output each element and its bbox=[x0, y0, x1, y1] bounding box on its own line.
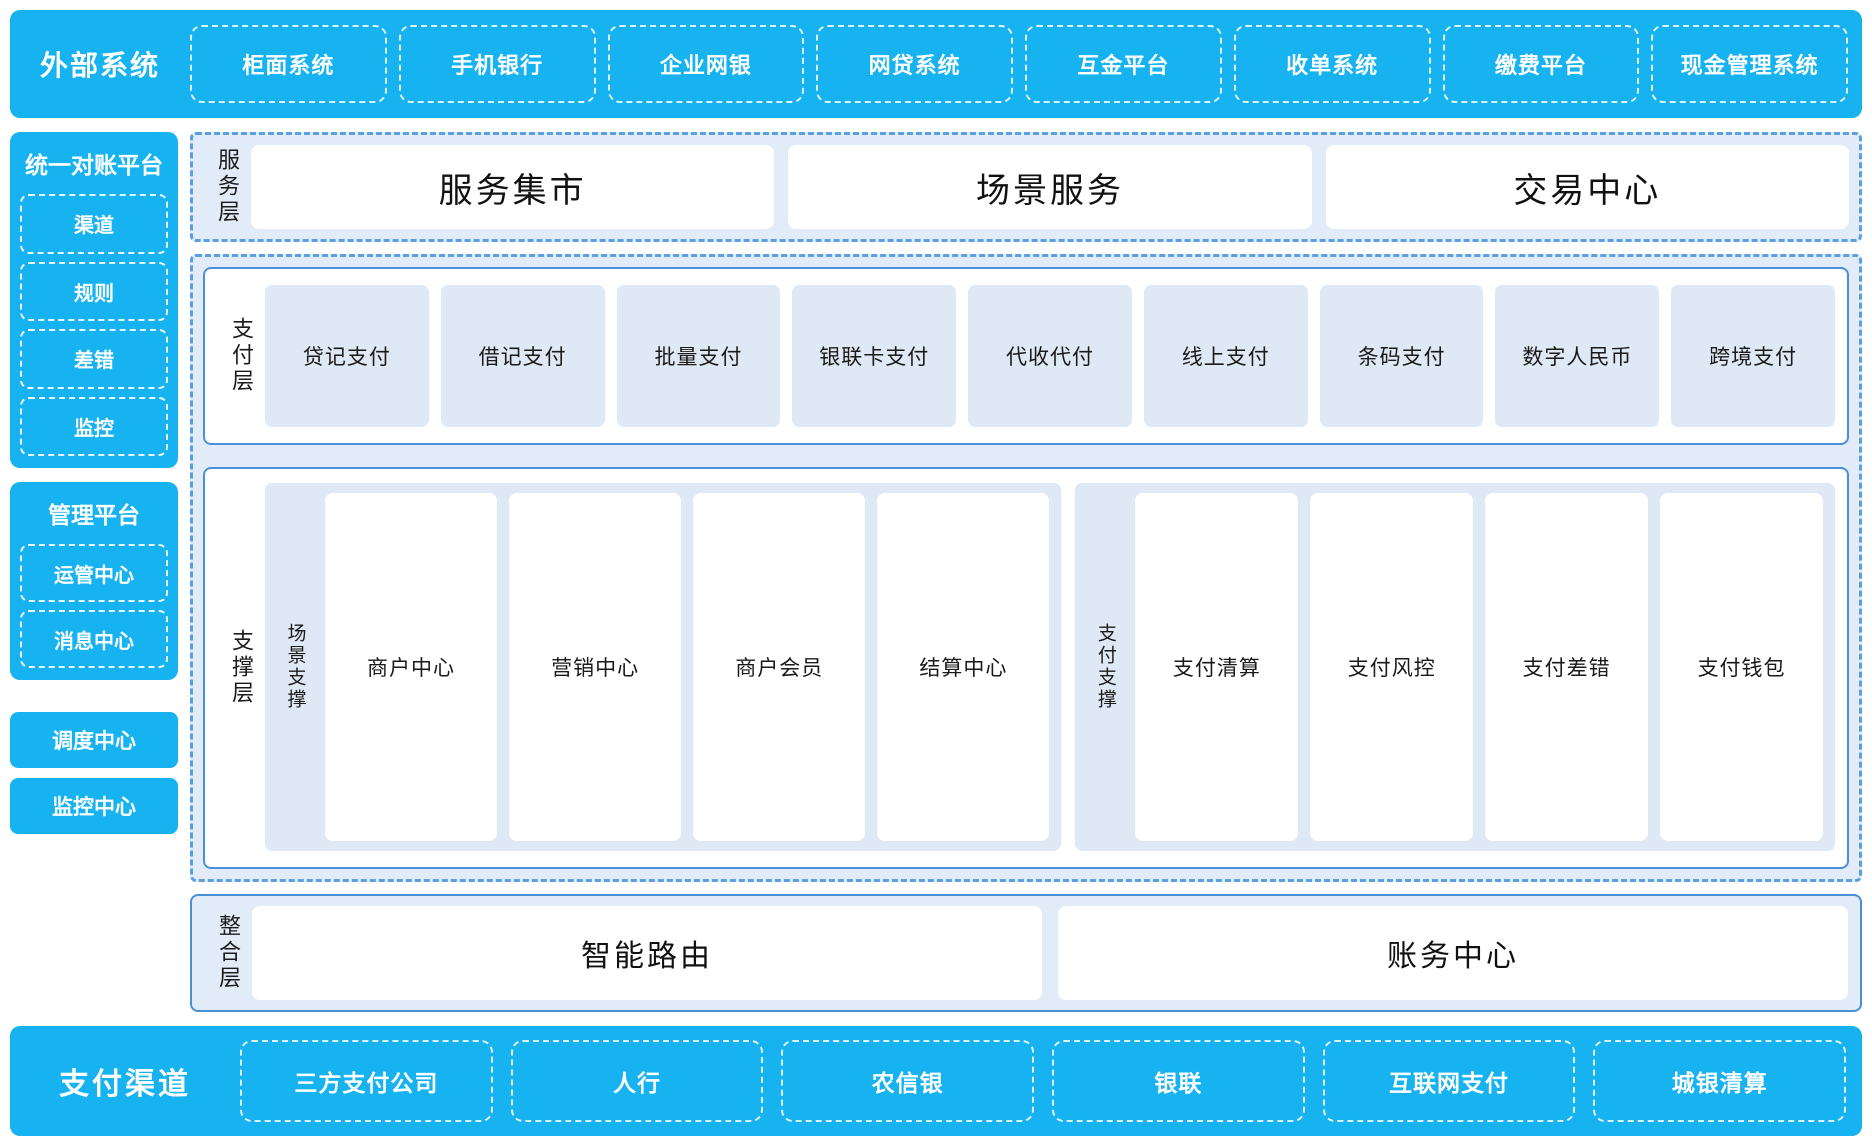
scene-support-group: 场景支撑 商户中心 营销中心 商户会员 结算中心 bbox=[265, 483, 1062, 851]
payment-channel-third-party[interactable]: 三方支付公司 bbox=[240, 1040, 493, 1122]
platform-stack: 服务层 服务集市 场景服务 交易中心 支付层 贷记支付 借记支付 批量 bbox=[190, 132, 1862, 1012]
payment-channel-pboc[interactable]: 人行 bbox=[510, 1040, 764, 1122]
support-card-merchant-member[interactable]: 商户会员 bbox=[693, 493, 866, 841]
reconciliation-item-rule[interactable]: 规则 bbox=[20, 261, 168, 321]
payment-support-label: 支付支撑 bbox=[1094, 623, 1116, 711]
payment-card-cross-border[interactable]: 跨境支付 bbox=[1671, 285, 1836, 427]
payment-card-credit[interactable]: 贷记支付 bbox=[265, 285, 429, 427]
support-card-payment-clearing[interactable]: 支付清算 bbox=[1135, 493, 1299, 841]
support-card-payment-error[interactable]: 支付差错 bbox=[1485, 493, 1649, 841]
payment-channel-rcb[interactable]: 农信银 bbox=[781, 1040, 1035, 1122]
scene-support-cards: 商户中心 营销中心 商户会员 结算中心 bbox=[325, 493, 1050, 841]
service-card-scene[interactable]: 场景服务 bbox=[788, 145, 1312, 229]
service-layer-row: 服务层 服务集市 场景服务 交易中心 bbox=[203, 145, 1849, 229]
management-item-message-center[interactable]: 消息中心 bbox=[20, 610, 168, 668]
payment-card-unionpay[interactable]: 银联卡支付 bbox=[792, 285, 957, 427]
payment-channel-unionpay[interactable]: 银联 bbox=[1052, 1040, 1305, 1122]
external-system-item[interactable]: 收单系统 bbox=[1233, 25, 1431, 103]
sidebar-spacer bbox=[10, 844, 178, 1012]
left-sidebar: 统一对账平台 渠道 规则 差错 监控 管理平台 运管中心 消息中心 调度中心 监… bbox=[10, 132, 178, 1012]
external-systems-bar: 外部系统 柜面系统 手机银行 企业网银 网贷系统 互金平台 收单系统 缴费平台 … bbox=[10, 10, 1862, 118]
reconciliation-platform-panel: 统一对账平台 渠道 规则 差错 监控 bbox=[10, 132, 178, 468]
payment-layer-box: 支付层 贷记支付 借记支付 批量支付 银联卡支付 代收代付 线上支付 条码支付 … bbox=[203, 267, 1849, 445]
management-item-operations-center[interactable]: 运管中心 bbox=[20, 544, 168, 602]
support-card-marketing-center[interactable]: 营销中心 bbox=[509, 493, 682, 841]
integration-card-smart-routing[interactable]: 智能路由 bbox=[252, 906, 1042, 1000]
payment-card-digital-rmb[interactable]: 数字人民币 bbox=[1495, 285, 1660, 427]
external-system-item[interactable]: 企业网银 bbox=[607, 25, 805, 103]
payment-card-collection[interactable]: 代收代付 bbox=[968, 285, 1132, 427]
integration-card-accounting-center[interactable]: 账务中心 bbox=[1058, 906, 1848, 1000]
support-card-settlement-center[interactable]: 结算中心 bbox=[877, 493, 1050, 841]
support-card-payment-wallet[interactable]: 支付钱包 bbox=[1660, 493, 1824, 841]
service-card-transaction[interactable]: 交易中心 bbox=[1325, 145, 1849, 229]
payment-card-batch[interactable]: 批量支付 bbox=[616, 285, 781, 427]
payment-channel-city-bank-clearing[interactable]: 城银清算 bbox=[1593, 1040, 1847, 1122]
external-system-item[interactable]: 现金管理系统 bbox=[1651, 25, 1848, 103]
payment-channels-list: 三方支付公司 人行 农信银 银联 互联网支付 城银清算 bbox=[240, 1040, 1847, 1122]
support-layer-box: 支撑层 场景支撑 商户中心 营销中心 商户会员 结算中心 bbox=[203, 467, 1849, 869]
support-card-payment-risk[interactable]: 支付风控 bbox=[1310, 493, 1474, 841]
external-systems-list: 柜面系统 手机银行 企业网银 网贷系统 互金平台 收单系统 缴费平台 现金管理系… bbox=[190, 25, 1848, 103]
support-layer-label: 支撑层 bbox=[229, 629, 254, 707]
service-card-market[interactable]: 服务集市 bbox=[251, 145, 775, 229]
integration-layer-box: 整合层 智能路由 账务中心 bbox=[190, 894, 1862, 1012]
integration-layer-label: 整合层 bbox=[216, 914, 241, 992]
external-system-item[interactable]: 缴费平台 bbox=[1442, 25, 1640, 103]
payment-channel-internet[interactable]: 互联网支付 bbox=[1322, 1040, 1576, 1122]
payment-support-subgroup: 支付支撑 支付清算 支付风控 支付差错 支付钱包 bbox=[1075, 483, 1835, 851]
reconciliation-platform-title: 统一对账平台 bbox=[25, 152, 163, 178]
management-platform-panel: 管理平台 运管中心 消息中心 bbox=[10, 482, 178, 680]
payment-channels-bar: 支付渠道 三方支付公司 人行 农信银 银联 互联网支付 城银清算 bbox=[10, 1026, 1862, 1136]
service-layer-label: 服务层 bbox=[215, 148, 240, 226]
payment-card-debit[interactable]: 借记支付 bbox=[440, 285, 605, 427]
external-system-item[interactable]: 柜面系统 bbox=[190, 25, 387, 103]
external-system-item[interactable]: 互金平台 bbox=[1025, 25, 1222, 103]
scene-support-label: 场景支撑 bbox=[284, 623, 306, 711]
payment-channels-title: 支付渠道 bbox=[59, 1068, 191, 1101]
payment-card-barcode[interactable]: 条码支付 bbox=[1319, 285, 1484, 427]
reconciliation-item-channel[interactable]: 渠道 bbox=[20, 194, 168, 254]
monitor-center-box[interactable]: 监控中心 bbox=[10, 778, 178, 834]
payment-support-cards: 支付清算 支付风控 支付差错 支付钱包 bbox=[1135, 493, 1824, 841]
external-system-item[interactable]: 手机银行 bbox=[398, 25, 596, 103]
payment-layer-cards: 贷记支付 借记支付 批量支付 银联卡支付 代收代付 线上支付 条码支付 数字人民… bbox=[265, 279, 1836, 433]
payment-support-group: 支付层 贷记支付 借记支付 批量支付 银联卡支付 代收代付 线上支付 条码支付 … bbox=[190, 254, 1862, 882]
management-platform-title: 管理平台 bbox=[48, 502, 140, 528]
reconciliation-item-error[interactable]: 差错 bbox=[20, 329, 168, 389]
integration-layer-cards: 智能路由 账务中心 bbox=[252, 906, 1848, 1000]
external-systems-title: 外部系统 bbox=[39, 50, 160, 81]
service-layer-group: 服务层 服务集市 场景服务 交易中心 bbox=[190, 132, 1862, 242]
middle-region: 统一对账平台 渠道 规则 差错 监控 管理平台 运管中心 消息中心 调度中心 监… bbox=[10, 132, 1862, 1012]
support-layer-groups: 场景支撑 商户中心 营销中心 商户会员 结算中心 支付支撑 支付清算 bbox=[265, 479, 1835, 857]
payment-layer-label: 支付层 bbox=[229, 317, 254, 395]
external-system-item[interactable]: 网贷系统 bbox=[816, 25, 1013, 103]
service-layer-cards: 服务集市 场景服务 交易中心 bbox=[251, 145, 1849, 229]
payment-card-online[interactable]: 线上支付 bbox=[1143, 285, 1308, 427]
reconciliation-item-monitor[interactable]: 监控 bbox=[20, 396, 168, 456]
dispatch-center-box[interactable]: 调度中心 bbox=[10, 712, 178, 768]
support-card-merchant-center[interactable]: 商户中心 bbox=[325, 493, 498, 841]
